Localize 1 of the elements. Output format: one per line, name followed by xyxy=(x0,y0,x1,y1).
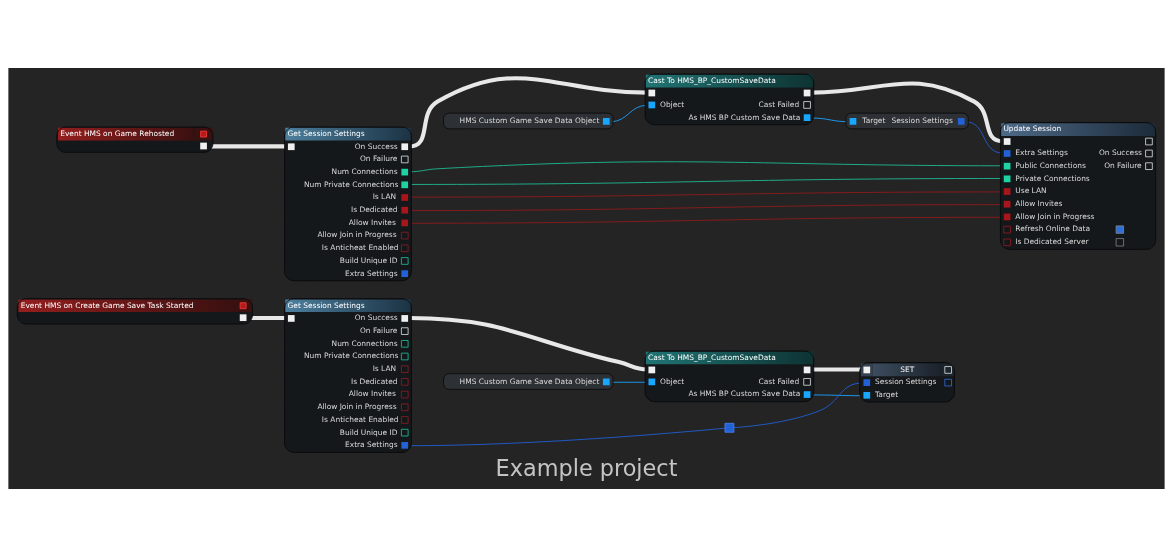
caption: Example project xyxy=(495,455,678,482)
